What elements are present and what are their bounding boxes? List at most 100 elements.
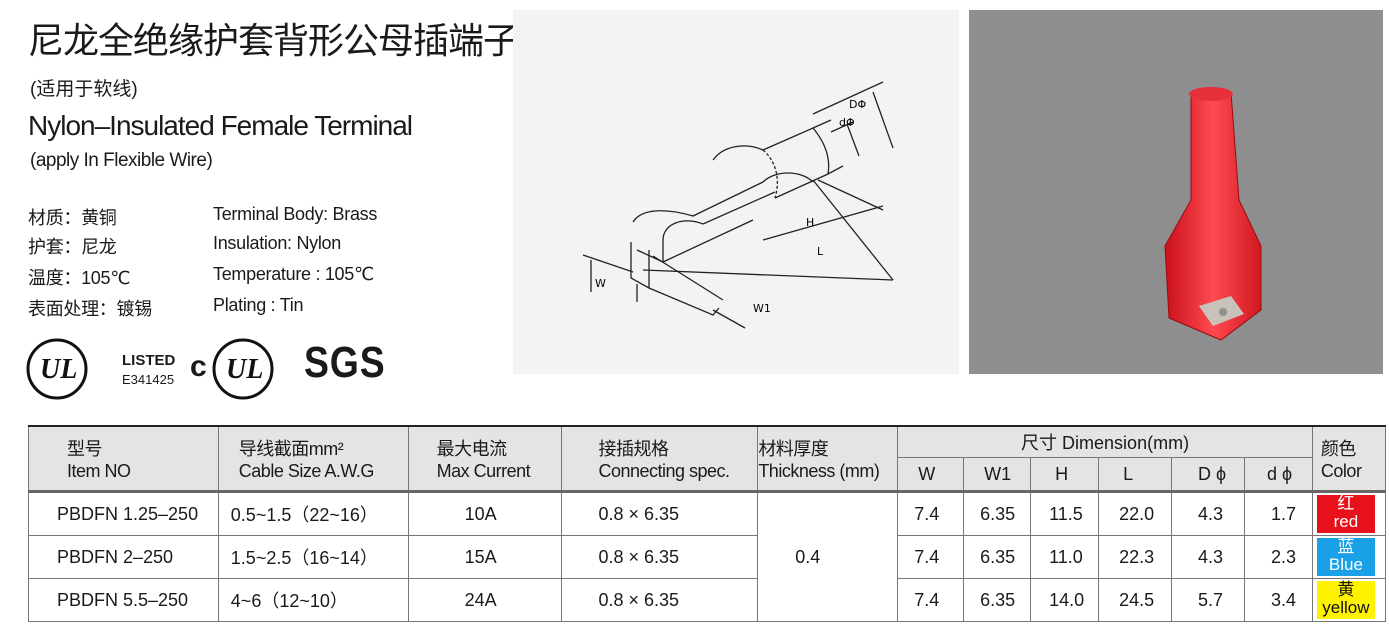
dim-label-W: W — [595, 277, 606, 290]
current-header-cn: 最大电流 — [436, 439, 507, 459]
col-conn-header: 接插规格 Connecting spec. — [561, 425, 759, 493]
current-header-en: Max Current — [436, 461, 531, 481]
conn-header-en: Connecting spec. — [598, 461, 730, 481]
col-color-header: 颜色 Color — [1311, 425, 1387, 493]
item-header-en: Item NO — [67, 461, 131, 481]
listed-label: LISTED — [122, 352, 176, 369]
cell-h: 11.0 — [1030, 535, 1100, 579]
cell-cable: 1.5~2.5（16~14） — [217, 535, 409, 579]
spec-temperature-cn: 温度：105℃ — [28, 268, 131, 288]
thick-header-en: Thickness (mm) — [758, 461, 880, 481]
cell-color: 红 red — [1311, 491, 1387, 536]
cable-header-cn: 导线截面mm² — [238, 439, 344, 459]
subtitle-cn: (适用于软线) — [30, 79, 138, 100]
spec-insulation-en: Insulation: Nylon — [213, 233, 341, 253]
dim-label-H: H — [806, 216, 814, 229]
product-photo — [969, 10, 1383, 374]
cell-current: 24A — [407, 578, 563, 622]
table-row: PBDFN 2–250 1.5~2.5（16~14） 15A 0.8 × 6.3… — [28, 535, 1387, 579]
color-label-en: red — [1333, 512, 1359, 531]
dimension-header: 尺寸 Dimension(mm) — [897, 425, 1313, 458]
color-swatch-yellow: 黄 yellow — [1316, 580, 1375, 619]
cell-d: 1.7 — [1243, 491, 1313, 536]
cul-logo-icon: UL — [212, 338, 274, 400]
spec-insulation-cn: 护套：尼龙 — [28, 237, 117, 257]
cell-h: 14.0 — [1030, 578, 1100, 622]
page-title-cn: 尼龙全绝缘护套背形公母插端子 — [28, 20, 519, 61]
cell-color: 黄 yellow — [1311, 578, 1387, 622]
color-label-cn: 黄 — [1337, 580, 1355, 599]
thick-header-cn: 材料厚度 — [758, 439, 829, 459]
dim-label-D: DΦ — [849, 98, 866, 111]
col-cable-header: 导线截面mm² Cable Size A.W.G — [217, 425, 409, 493]
cell-w: 7.4 — [897, 578, 965, 622]
col-item-header: 型号 Item NO — [28, 425, 219, 493]
cell-w1: 6.35 — [963, 578, 1032, 622]
page-title-en: Nylon–Insulated Female Terminal — [28, 110, 413, 141]
cell-current: 15A — [407, 535, 563, 579]
color-label-en: yellow — [1322, 598, 1370, 617]
color-swatch-blue: 蓝 Blue — [1316, 537, 1375, 576]
color-label-cn: 蓝 — [1337, 537, 1355, 556]
dim-label-d: dΦ — [839, 116, 855, 129]
cell-w: 7.4 — [897, 535, 965, 579]
cell-w1: 6.35 — [963, 535, 1032, 579]
col-D-header: D ϕ — [1171, 457, 1245, 493]
dim-label-W1: W1 — [753, 302, 771, 315]
cell-h: 11.5 — [1030, 491, 1100, 536]
cell-conn: 0.8 × 6.35 — [561, 535, 759, 579]
table-row: PBDFN 1.25–250 0.5~1.5（22~16） 10A 0.8 × … — [28, 491, 1387, 622]
col-w-header: W — [897, 457, 965, 493]
col-w1-header: W1 — [963, 457, 1032, 493]
table-row: PBDFN 5.5–250 4~6（12~10） 24A 0.8 × 6.35 … — [28, 578, 1387, 622]
cell-item: PBDFN 5.5–250 — [28, 578, 219, 622]
cell-D: 4.3 — [1171, 491, 1245, 536]
spec-plating-en: Plating : Tin — [213, 295, 304, 315]
conn-header-cn: 接插规格 — [598, 439, 669, 459]
spec-table: 型号 Item NO 导线截面mm² Cable Size A.W.G 最大电流… — [28, 425, 1387, 622]
col-d-header: d ϕ — [1243, 457, 1313, 493]
cul-c-letter: c — [190, 350, 207, 383]
cell-current: 10A — [407, 491, 563, 536]
cable-header-en: Cable Size A.W.G — [238, 461, 375, 481]
cell-l: 22.0 — [1098, 491, 1173, 536]
cell-D: 5.7 — [1171, 578, 1245, 622]
cell-conn: 0.8 × 6.35 — [561, 491, 759, 536]
ul-logo-icon: UL — [26, 338, 88, 400]
red-terminal-photo-icon — [1164, 87, 1262, 341]
cell-conn: 0.8 × 6.35 — [561, 578, 759, 622]
spec-temperature-en: Temperature : 105℃ — [213, 264, 374, 284]
cell-thickness: 0.4 — [757, 491, 899, 622]
color-swatch-red: 红 red — [1316, 494, 1375, 533]
cul-logo-text: UL — [226, 354, 263, 385]
subtitle-en: (apply In Flexible Wire) — [30, 150, 213, 171]
spec-material-cn: 材质：黄铜 — [28, 208, 117, 228]
cell-item: PBDFN 2–250 — [28, 535, 219, 579]
spec-plating-cn: 表面处理：镀锡 — [28, 299, 152, 319]
color-label-cn: 红 — [1337, 494, 1355, 513]
spec-material-en: Terminal Body: Brass — [213, 204, 378, 224]
cell-l: 24.5 — [1098, 578, 1173, 622]
col-thickness-header: 材料厚度 Thickness (mm) — [757, 425, 899, 493]
col-current-header: 最大电流 Max Current — [407, 425, 563, 493]
cell-l: 22.3 — [1098, 535, 1173, 579]
listing-number: E341425 — [122, 372, 175, 387]
color-label-en: Blue — [1328, 555, 1363, 574]
cell-d: 3.4 — [1243, 578, 1313, 622]
cell-cable: 4~6（12~10） — [217, 578, 409, 622]
color-header-cn: 颜色 — [1320, 439, 1357, 459]
item-header-cn: 型号 — [67, 439, 102, 459]
technical-drawing: DΦ dΦ H L W W1 — [513, 10, 959, 374]
col-l-header: L — [1098, 457, 1173, 493]
sgs-logo: SGS — [304, 338, 386, 387]
terminal-line-drawing-icon: DΦ dΦ H L W W1 — [582, 81, 894, 329]
cell-item: PBDFN 1.25–250 — [28, 491, 219, 536]
col-h-header: H — [1030, 457, 1100, 493]
cell-d: 2.3 — [1243, 535, 1313, 579]
cell-color: 蓝 Blue — [1311, 535, 1387, 579]
ul-logo-text: UL — [40, 354, 77, 385]
cell-D: 4.3 — [1171, 535, 1245, 579]
color-header-en: Color — [1320, 461, 1362, 481]
cell-cable: 0.5~1.5（22~16） — [217, 491, 409, 536]
dim-label-L: L — [817, 245, 824, 258]
